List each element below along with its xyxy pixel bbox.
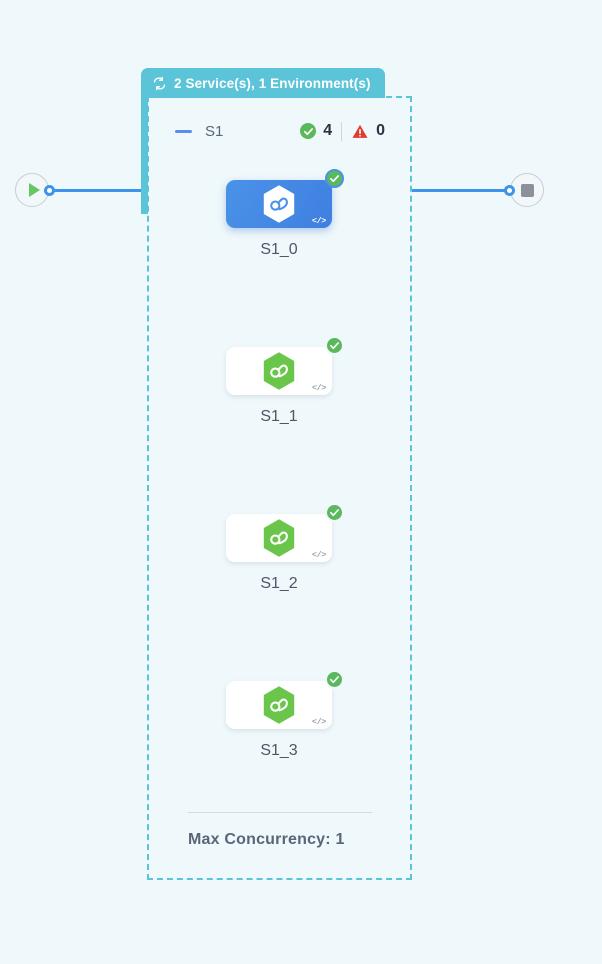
status-divider xyxy=(341,121,343,141)
check-circle-icon xyxy=(325,169,344,188)
play-icon xyxy=(28,183,40,197)
hexagon-infinity-icon xyxy=(263,519,295,557)
warning-triangle-icon xyxy=(351,123,369,140)
service-node-label: S1_1 xyxy=(260,408,298,425)
footer-divider xyxy=(188,812,372,813)
stop-icon xyxy=(520,183,534,197)
hexagon-infinity-icon xyxy=(263,185,295,223)
sync-refresh-icon xyxy=(152,76,167,91)
check-circle-icon xyxy=(325,670,344,689)
service-node-card[interactable]: </> xyxy=(226,670,344,729)
warning-count: 0 xyxy=(376,122,385,139)
code-brackets-icon: </> xyxy=(311,216,327,226)
service-summary-row: S1 4 0 xyxy=(175,118,385,144)
start-terminal[interactable] xyxy=(15,173,49,207)
service-group-footer: Max Concurrency: 1 xyxy=(188,812,372,849)
service-status-cluster: 4 0 xyxy=(300,121,385,141)
service-group-header[interactable]: 2 Service(s), 1 Environment(s) xyxy=(141,68,385,98)
check-circle-icon xyxy=(300,123,317,139)
service-node[interactable]: </> S1_0 xyxy=(226,169,344,259)
service-node[interactable]: </> S1_1 xyxy=(226,336,344,426)
service-node-label: S1_0 xyxy=(260,241,298,258)
service-name-label: S1 xyxy=(205,122,224,140)
service-node-card[interactable]: </> xyxy=(226,503,344,562)
service-group-left-rail xyxy=(141,96,148,214)
code-brackets-icon: </> xyxy=(311,717,327,727)
hexagon-infinity-icon xyxy=(263,352,295,390)
service-node-card[interactable]: </> xyxy=(226,336,344,395)
service-node-label: S1_3 xyxy=(260,742,298,759)
service-node[interactable]: </> S1_3 xyxy=(226,670,344,760)
max-concurrency-label: Max Concurrency: 1 xyxy=(188,831,345,848)
hexagon-infinity-icon xyxy=(263,686,295,724)
end-terminal[interactable] xyxy=(510,173,544,207)
code-brackets-icon: </> xyxy=(311,550,327,560)
edge-group-to-end xyxy=(412,189,507,192)
check-circle-icon xyxy=(325,336,344,355)
success-count: 4 xyxy=(323,122,333,139)
check-circle-icon xyxy=(325,503,344,522)
start-output-port[interactable] xyxy=(44,185,55,196)
service-node-label: S1_2 xyxy=(260,575,298,592)
end-input-port[interactable] xyxy=(504,185,515,196)
service-node-card[interactable]: </> xyxy=(226,169,344,228)
service-group-header-label: 2 Service(s), 1 Environment(s) xyxy=(174,75,371,91)
minus-icon[interactable] xyxy=(175,129,192,133)
service-node[interactable]: </> S1_2 xyxy=(226,503,344,593)
edge-start-to-group xyxy=(53,189,147,192)
code-brackets-icon: </> xyxy=(311,383,327,393)
